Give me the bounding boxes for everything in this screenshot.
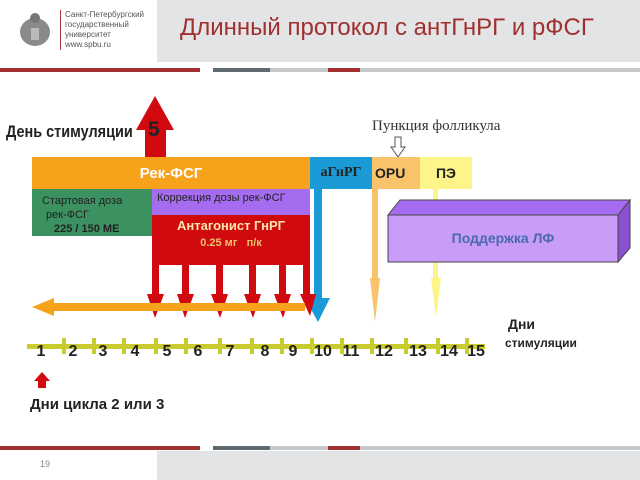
logo-line: Санкт-Петербургский — [65, 10, 145, 19]
day-tick-label: 8 — [260, 343, 270, 360]
agnrh-bar: аГнРГ — [310, 157, 372, 189]
day-tick-label: 7 — [225, 343, 235, 360]
day-tick-label: 14 — [440, 343, 458, 360]
day-tick-label: 3 — [98, 343, 108, 360]
rec-fsh-left-arrow-icon — [32, 298, 305, 316]
rec-fsh-bar: Рек-ФСГ — [32, 157, 310, 189]
day-tick-label: 5 — [162, 343, 172, 360]
stim-day-number: 5 — [148, 118, 160, 141]
day-tick-label: 6 — [193, 343, 203, 360]
footer-band — [157, 451, 640, 480]
day-tick-label: 9 — [288, 343, 298, 360]
timeline-axis — [27, 338, 485, 354]
divider — [270, 446, 328, 450]
opu-bar: OPU — [372, 157, 420, 189]
divider — [360, 68, 640, 72]
luteal-support-label: Поддержка ЛФ — [451, 230, 555, 246]
puncture-arrow-icon — [390, 136, 406, 158]
agnrh-shaft — [314, 189, 322, 299]
logo-line: университет — [65, 30, 111, 39]
header-band — [157, 0, 640, 62]
stim-day-text: День стимуляции — [6, 122, 133, 141]
start-dose-value: 225 / 150 МЕ — [54, 223, 120, 235]
antagonist-label: Антагонист ГнРГ — [176, 218, 285, 233]
cycle-day-arrow-icon — [34, 372, 50, 388]
day-tick-label: 15 — [467, 343, 485, 360]
stim-day-arrow-icon — [136, 96, 174, 158]
divider — [0, 68, 200, 72]
divider — [328, 446, 360, 450]
start-dose-line: Стартовая доза — [42, 195, 123, 207]
divider — [213, 446, 270, 450]
divider — [328, 68, 360, 72]
divider — [270, 68, 328, 72]
day-tick-label: 1 — [36, 343, 46, 360]
pe-arrow-icon — [431, 278, 441, 318]
axis-label: Дни — [508, 316, 536, 332]
stim-day-label: День стимуляции — [6, 122, 155, 142]
day-tick-label: 4 — [130, 343, 140, 360]
divider — [0, 446, 200, 450]
axis-label: стимуляции — [505, 336, 577, 350]
logo-line: государственный — [65, 20, 129, 29]
slide-title: Длинный протокол с антГнРГ и рФСГ — [180, 14, 594, 41]
dose-correction-box: Коррекция дозы рек-ФСГ — [152, 189, 310, 215]
logo-url: www.spbu.ru — [65, 40, 111, 49]
day-tick-label: 13 — [409, 343, 427, 360]
page-number: 19 — [40, 459, 51, 469]
antagonist-dose: 0.25 мг п/к — [200, 237, 262, 249]
day-tick-label: 12 — [375, 343, 393, 360]
day-tick-label: 2 — [68, 343, 78, 360]
cycle-days-label: Дни цикла 2 или 3 — [30, 396, 165, 413]
divider — [213, 68, 270, 72]
day-tick-label: 10 — [314, 343, 332, 360]
day-tick-label: 11 — [342, 343, 360, 360]
opu-arrow-icon — [370, 278, 380, 322]
university-crest-icon — [20, 13, 50, 46]
start-dose-line: рек-ФСГ — [46, 209, 89, 221]
pe-bar: ПЭ — [420, 157, 472, 189]
start-dose-box: Стартовая доза рек-ФСГ 225 / 150 МЕ — [32, 189, 152, 236]
university-name: Санкт-Петербургский государственный унив… — [60, 10, 144, 50]
divider — [360, 446, 640, 450]
puncture-label: Пункция фолликула — [372, 118, 501, 134]
